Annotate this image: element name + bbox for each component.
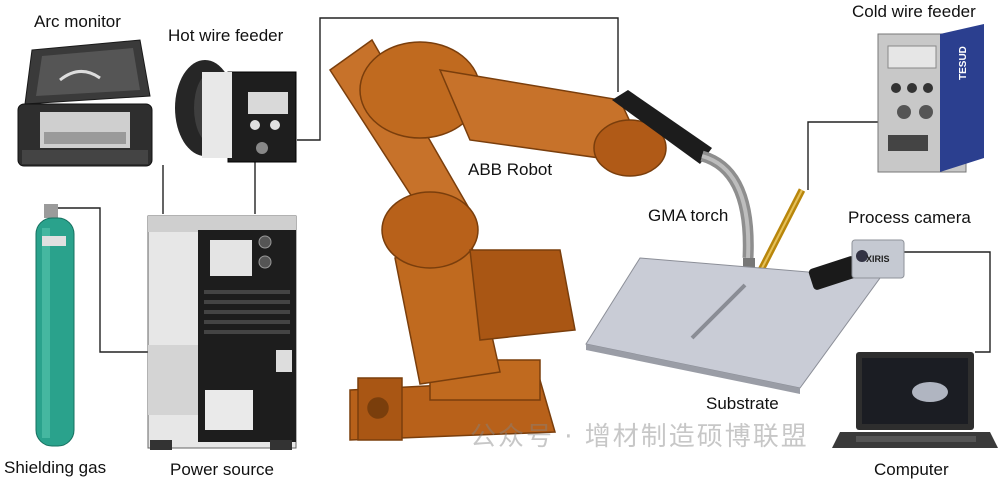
label-gma-torch: GMA torch (648, 206, 729, 225)
substrate-plate (585, 257, 881, 394)
power-source-vents (204, 290, 290, 334)
computer-laptop (832, 352, 998, 448)
line-camera-to-computer (903, 251, 991, 353)
label-arc-monitor: Arc monitor (34, 12, 121, 31)
process-camera (808, 239, 905, 290)
hot-wire-feeder (175, 60, 297, 163)
arc-monitor (17, 39, 153, 167)
label-process-camera: Process camera (848, 208, 971, 227)
line-hot-wire-feeder-to-torch (297, 17, 619, 141)
abb-robot (328, 38, 667, 441)
label-cold-wire-feeder: Cold wire feeder (852, 2, 976, 21)
line-cold-feeder-to-filler (807, 121, 878, 190)
watermark: 公众号 · 增材制造硕博联盟 (470, 422, 809, 452)
line-gas-to-power-source (58, 207, 150, 353)
label-power-source: Power source (170, 460, 274, 479)
cold-feeder-brand: TESUD (958, 46, 969, 80)
shielding-gas-cylinder (35, 204, 75, 447)
label-hot-wire-feeder: Hot wire feeder (168, 26, 284, 45)
connector-lines (58, 17, 991, 353)
power-source (147, 215, 297, 450)
cold-wire-feeder (877, 24, 984, 173)
filler-wire-nozzle (756, 188, 806, 274)
label-shielding-gas: Shielding gas (4, 458, 107, 477)
gma-torch (612, 90, 755, 276)
label-abb-robot: ABB Robot (468, 160, 553, 179)
label-computer: Computer (874, 460, 949, 479)
label-substrate: Substrate (706, 394, 779, 413)
camera-brand: XIRIS (866, 254, 890, 264)
